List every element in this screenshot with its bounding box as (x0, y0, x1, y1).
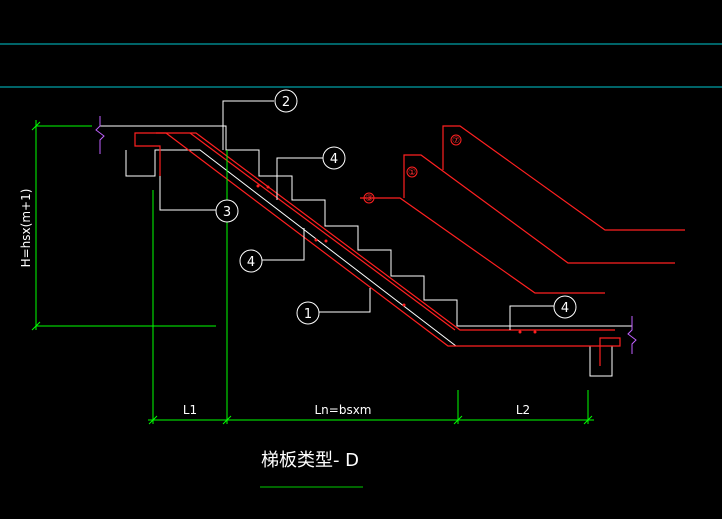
callout-4-upper: 4 (322, 146, 346, 170)
rebar-dots (256, 184, 537, 334)
detail-label-circle-3 (363, 192, 375, 204)
callout-2-label: 2 (282, 95, 290, 110)
break-mark-left (95, 116, 105, 154)
callout-4-lower: 4 (553, 295, 577, 319)
detail-label-3: ③ (365, 194, 373, 204)
l2-dimension-label: L2 (516, 403, 530, 417)
detail-label-1: ① (408, 168, 416, 178)
detail-rebar-shapes (360, 125, 685, 294)
height-dimension-label: H=hsx(m+1) (19, 189, 33, 268)
callout-2: 2 (274, 89, 298, 113)
ln-dimension-label: Ln=bsxm (314, 403, 371, 417)
stair-outline (100, 125, 632, 377)
l1-dimension-label: L1 (183, 403, 197, 417)
drawing-title: 梯板类型- D (261, 450, 359, 471)
callout-4-middle-label: 4 (247, 255, 255, 270)
callout-4-middle: 4 (239, 249, 263, 273)
detail-label-circle-7 (450, 134, 462, 146)
callout-3: 3 (215, 199, 239, 223)
callout-3-label: 3 (223, 205, 231, 220)
callout-1: 1 (296, 301, 320, 325)
callout-leaders (159, 100, 554, 330)
detail-label-7: ⑦ (452, 136, 460, 146)
detail-label-circle-1 (406, 166, 418, 178)
callout-1-label: 1 (304, 307, 312, 322)
break-mark-right (627, 316, 637, 354)
dimension-lines (31, 120, 594, 425)
callout-4-upper-label: 4 (330, 152, 338, 167)
callout-4-lower-label: 4 (561, 301, 569, 316)
rebar-lines (134, 132, 621, 366)
